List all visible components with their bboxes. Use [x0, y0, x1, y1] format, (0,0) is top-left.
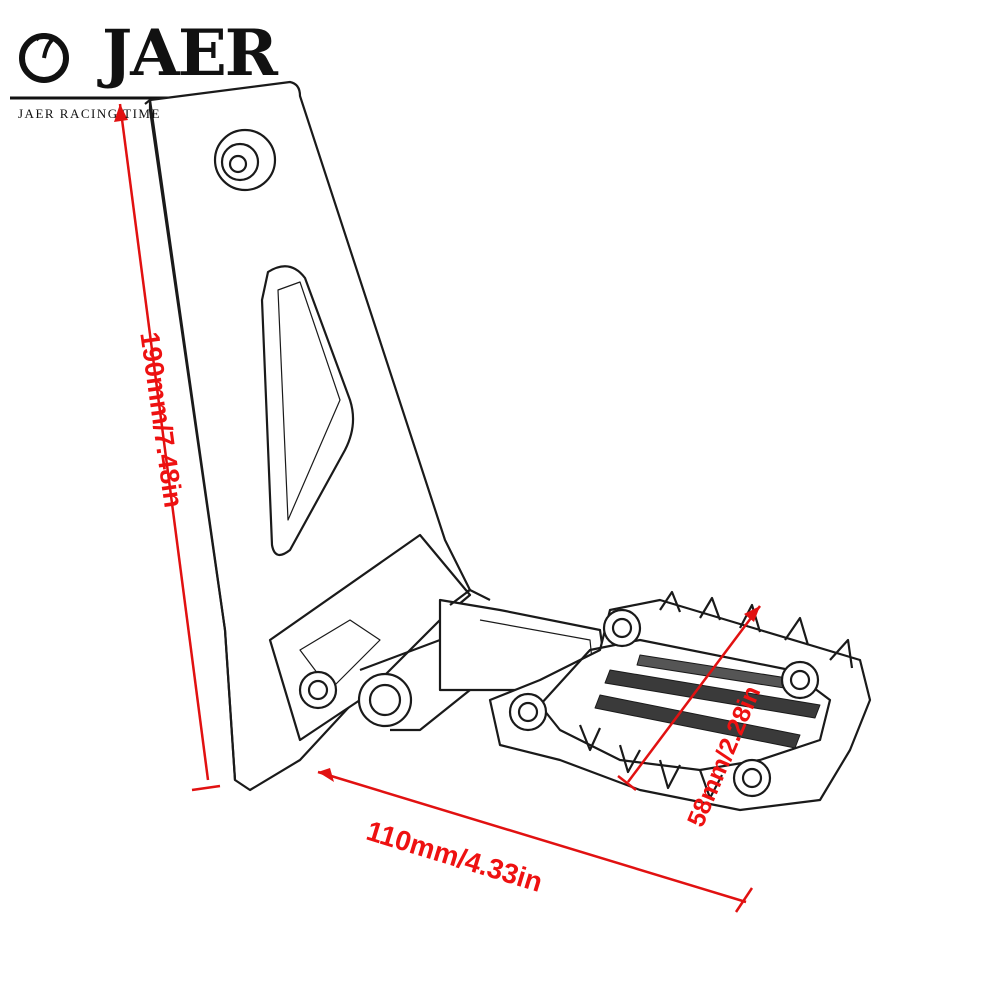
brand-logo: JAER JAER RACING TIME — [18, 22, 278, 122]
width-dimension-line — [627, 605, 761, 783]
width-dimension-tick — [617, 775, 637, 791]
length-dimension-line — [317, 770, 747, 904]
dimension-arrowheads — [114, 104, 760, 782]
length-arrow-icon — [318, 768, 334, 782]
brand-tagline: JAER RACING TIME — [18, 106, 161, 121]
pivot-block — [268, 533, 472, 742]
width-arrow-icon — [744, 606, 760, 622]
length-dimension-tick — [734, 887, 754, 913]
height-dimension-line — [118, 103, 210, 781]
dimension-lines — [118, 103, 761, 913]
brand-name: JAER — [102, 16, 278, 91]
height-arrow-icon — [114, 104, 128, 122]
height-dimension-tick — [191, 784, 221, 792]
footpeg-platform — [488, 590, 872, 812]
